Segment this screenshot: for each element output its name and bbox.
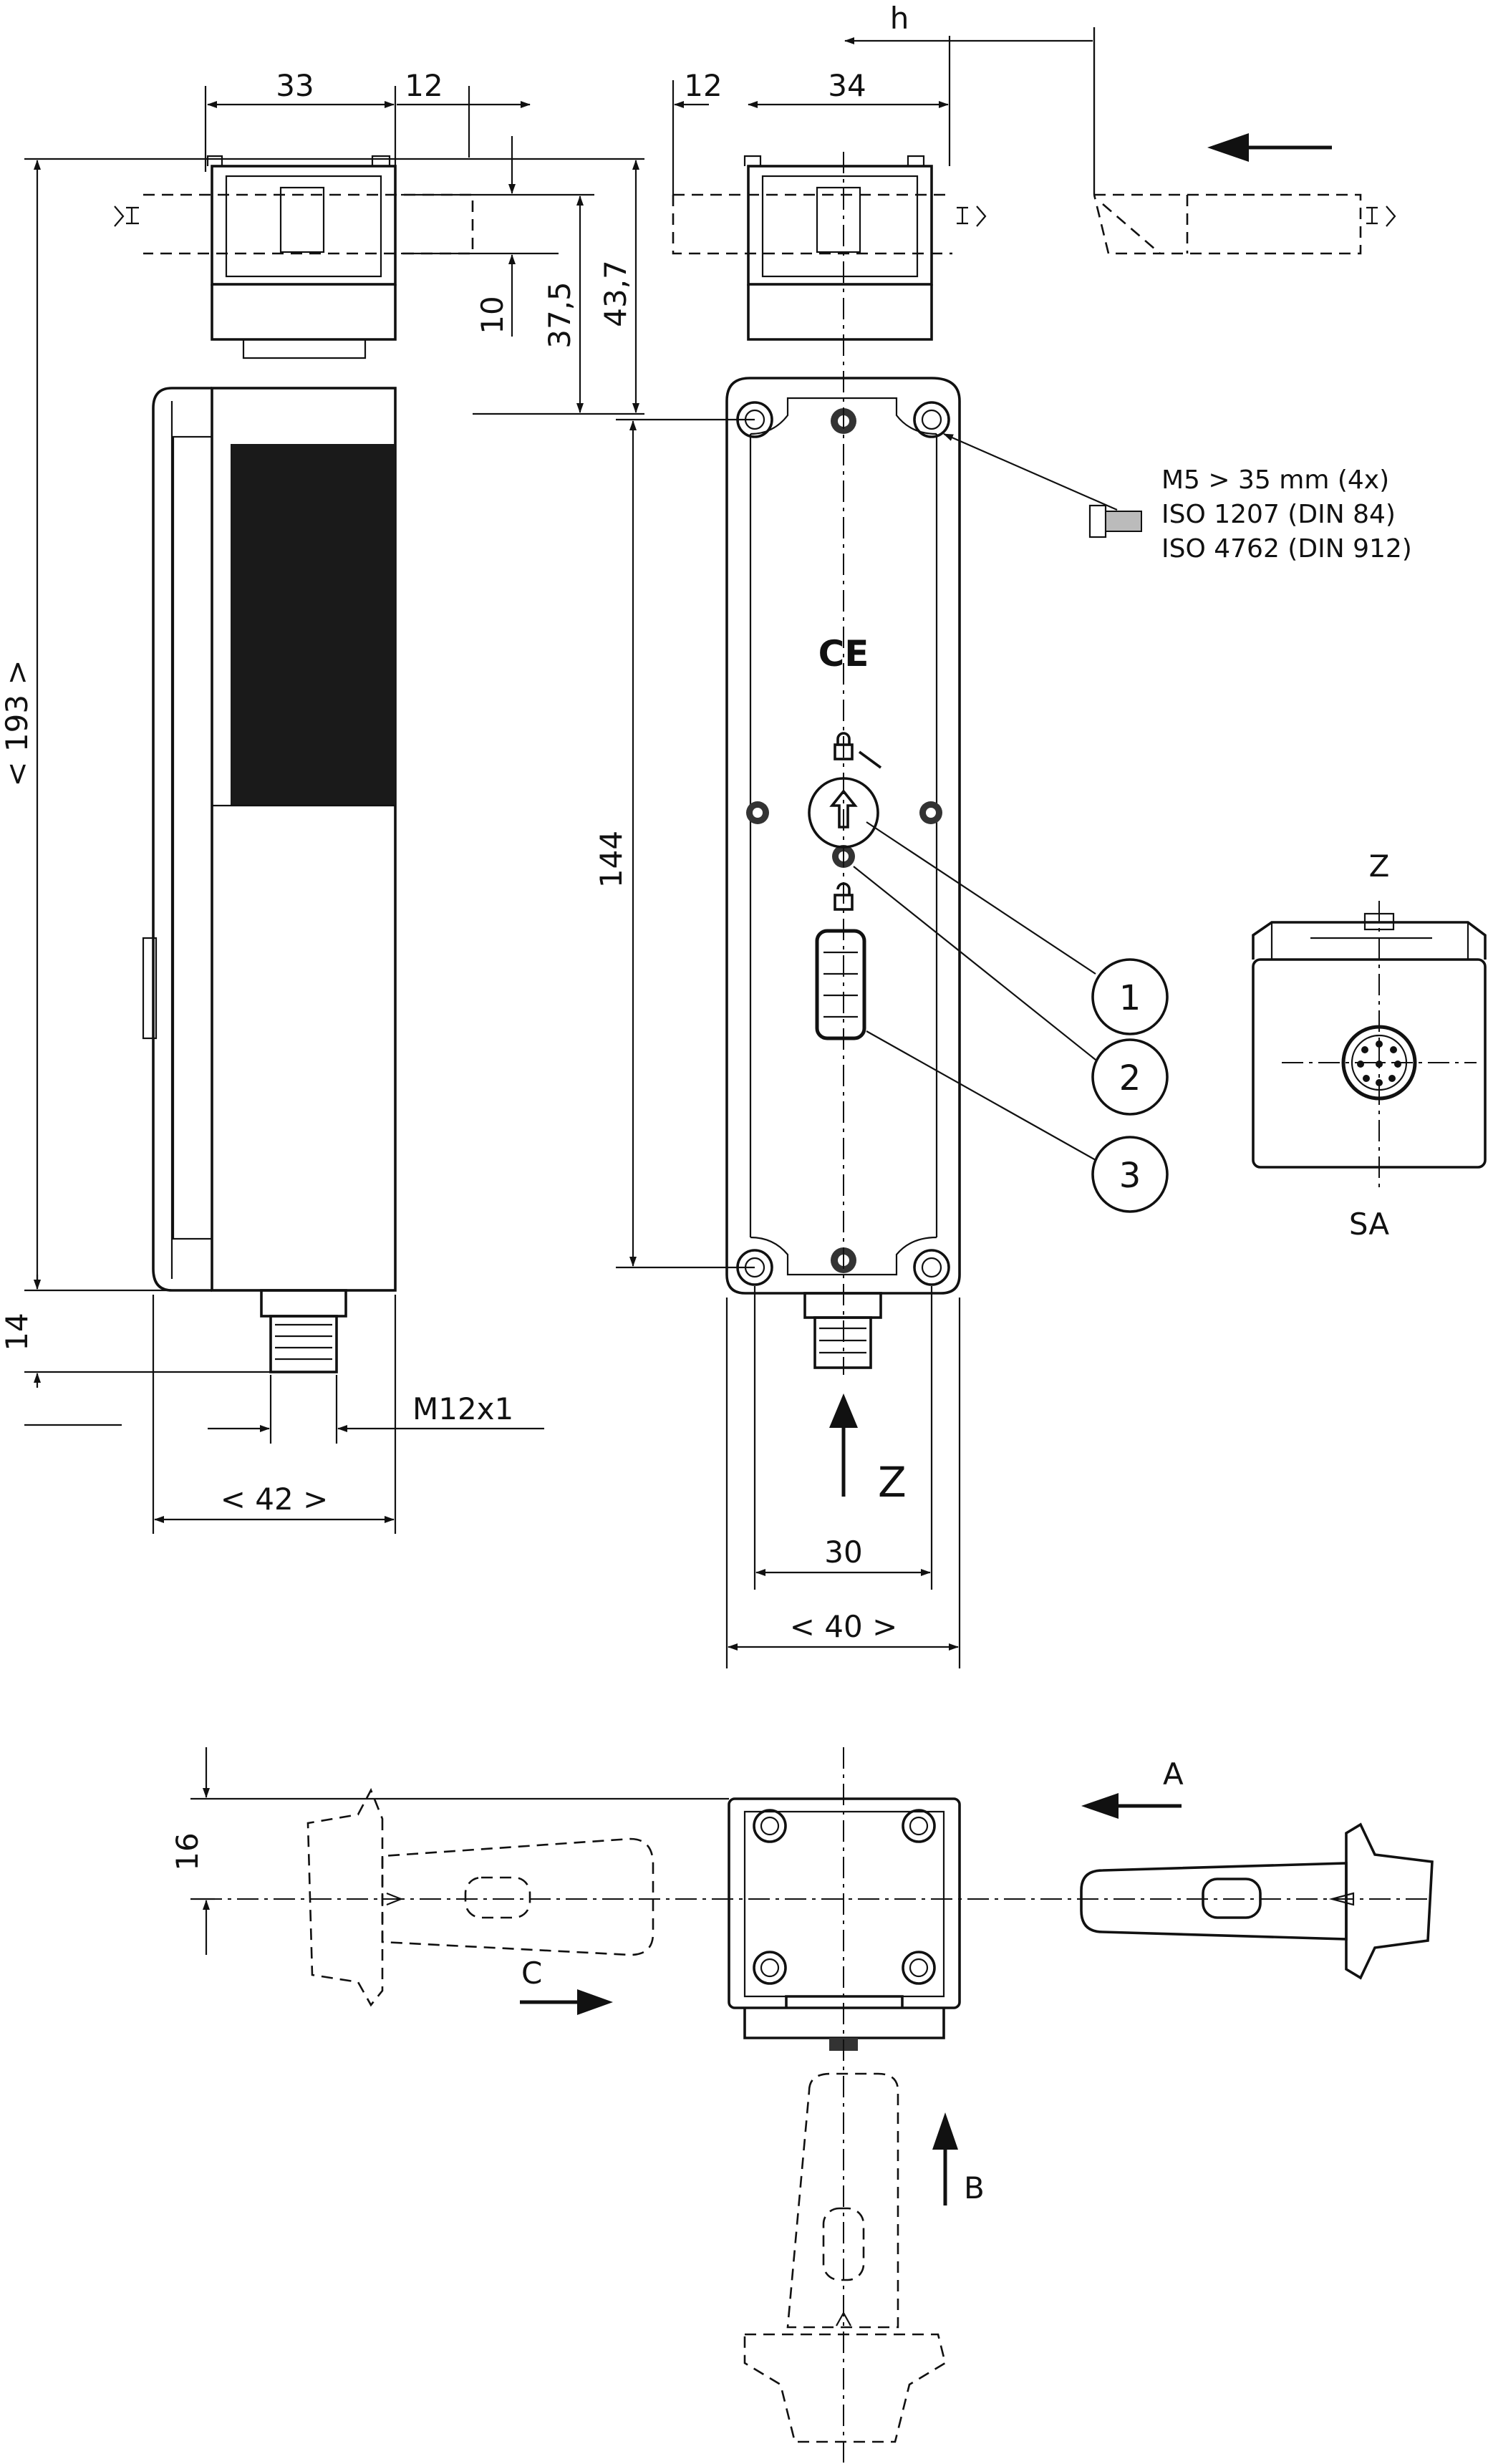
actuator-top-right xyxy=(1093,27,1396,255)
screw-note-line3: ISO 4762 (DIN 912) xyxy=(1161,534,1412,564)
side-ribs xyxy=(231,444,395,806)
led-window xyxy=(815,929,866,1040)
connector-detail: Z SA xyxy=(1252,849,1487,1242)
dim-height-10: 10 xyxy=(475,296,510,334)
dim-front-width: < 40 > xyxy=(790,1609,898,1644)
dim-travel: h xyxy=(890,1,909,36)
dim-front-offset-top: 12 xyxy=(684,68,722,103)
dim-side-depth: < 42 > xyxy=(221,1482,329,1517)
label-detail-z: Z xyxy=(1369,849,1390,884)
view-arrow-z: Z xyxy=(829,1393,907,1507)
mount-hole-br xyxy=(913,1249,950,1286)
label-arrow-z: Z xyxy=(878,1458,907,1507)
dim-body-height: 144 xyxy=(594,831,629,888)
dim-top-depth: 16 xyxy=(170,1832,205,1870)
label-approach-a: A xyxy=(1163,1757,1184,1792)
dim-overall-height: < 193 > xyxy=(0,660,34,786)
dim-connector-height: 14 xyxy=(0,1313,34,1351)
side-dimensions: 33 12 10 37,5 43,7 < 193 > 14 M12x1 < 42… xyxy=(0,68,644,1534)
m12-connector-icon xyxy=(260,1289,347,1318)
dim-thread: M12x1 xyxy=(412,1391,513,1426)
dim-height-37-5: 37,5 xyxy=(542,281,577,349)
screw-note-line1: M5 > 35 mm (4x) xyxy=(1161,465,1389,495)
callouts: 1 2 3 xyxy=(853,821,1169,1213)
side-head xyxy=(211,165,397,286)
front-dimensions: 12 34 h 144 30 < 40 > xyxy=(594,1,1096,1668)
actuator-c: C xyxy=(306,1787,654,2015)
callout-1: 1 xyxy=(1119,978,1141,1018)
actuator-b: B xyxy=(743,2072,985,2443)
screw-note: M5 > 35 mm (4x) ISO 1207 (DIN 84) ISO 47… xyxy=(943,433,1412,564)
dim-side-offset-top: 12 xyxy=(405,68,443,103)
side-view xyxy=(114,155,474,1373)
top-dimensions: 16 xyxy=(170,1747,729,1955)
screw-icon xyxy=(753,1809,936,1985)
m12-connector-icon xyxy=(1341,1025,1417,1101)
callout-2: 2 xyxy=(1119,1058,1141,1098)
mount-hole-tr xyxy=(913,401,950,438)
label-approach-b: B xyxy=(964,2170,985,2205)
dim-height-43-7: 43,7 xyxy=(598,260,633,327)
dim-side-width-top: 33 xyxy=(276,68,314,103)
top-view xyxy=(201,1747,1432,2464)
actuator-a: A xyxy=(1080,1757,1434,1980)
front-body xyxy=(725,377,961,1295)
screw-note-line2: ISO 1207 (DIN 84) xyxy=(1161,500,1396,529)
label-detail-sa: SA xyxy=(1349,1207,1389,1242)
dim-front-width-top: 34 xyxy=(828,68,866,103)
front-view: CE xyxy=(672,152,987,1375)
dim-hole-spacing: 30 xyxy=(824,1535,862,1570)
callout-3: 3 xyxy=(1119,1156,1141,1196)
label-approach-c: C xyxy=(521,1956,542,1991)
